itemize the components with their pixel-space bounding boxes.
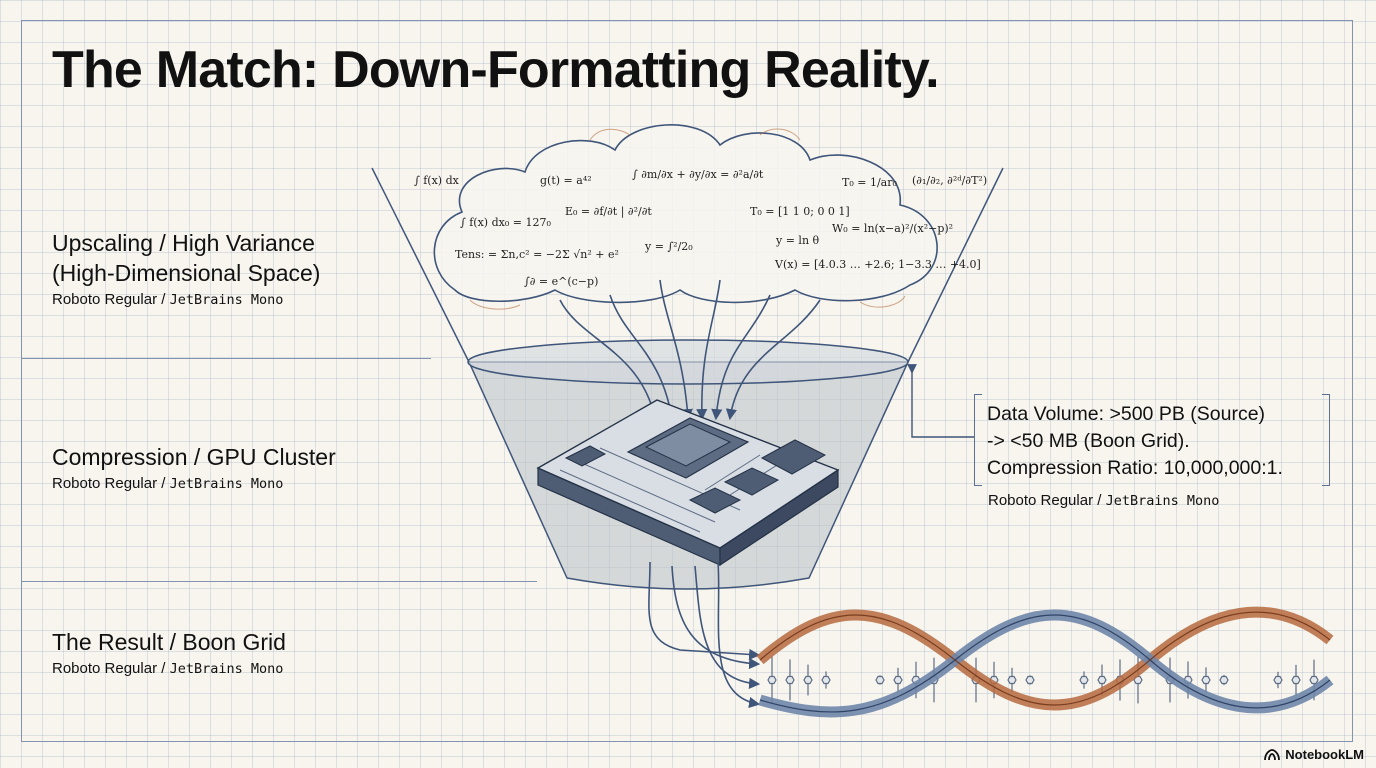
- callout-connector: [907, 364, 974, 438]
- equation: ∫∂ = e^(c−p): [524, 275, 598, 288]
- dna-base-node: [1291, 675, 1301, 685]
- divider-1: [21, 358, 431, 359]
- stage-result-heading: The Result / Boon Grid: [52, 629, 286, 655]
- stage-result-font-note: Roboto Regular / JetBrains Mono: [52, 660, 286, 677]
- equation: y = ∫²/2₀: [644, 240, 693, 253]
- font-note-sans: Roboto Regular /: [52, 475, 170, 492]
- stage-compression-heading: Compression / GPU Cluster: [52, 444, 336, 470]
- callout-left-bracket: [974, 394, 982, 486]
- inflow-arrows: [559, 279, 821, 421]
- font-note-mono: JetBrains Mono: [1105, 493, 1220, 509]
- callout-line-target: -> <50 MB (Boon Grid).: [987, 430, 1190, 452]
- notebooklm-watermark: NotebookLM: [1264, 747, 1364, 762]
- equation: Tens: = Σn,c² = −2Σ √n² + e²: [455, 248, 619, 261]
- dna-base-node: [821, 675, 831, 685]
- stage-compression: Compression / GPU Cluster Roboto Regular…: [52, 442, 336, 492]
- callout-text: Data Volume: >500 PB (Source) -> <50 MB …: [987, 401, 1283, 482]
- stage-result: The Result / Boon Grid Roboto Regular / …: [52, 627, 286, 677]
- notebooklm-logo-icon: [1264, 748, 1281, 760]
- dna-base-node: [767, 675, 777, 685]
- dna-base-node: [1079, 675, 1089, 685]
- equation: T₀ = [1 1 0; 0 0 1]: [750, 205, 850, 218]
- dna-base-node: [1219, 675, 1229, 685]
- equation: (∂₁/∂₂, ∂²ᵈ/∂T²): [912, 174, 987, 187]
- dna-base-node: [1273, 675, 1283, 685]
- dna-base-node: [785, 675, 795, 685]
- equation: T₀ = 1/ar₀: [842, 176, 897, 189]
- callout-line-ratio: Compression Ratio: 10,000,000:1.: [987, 457, 1283, 479]
- font-note-sans: Roboto Regular /: [988, 492, 1106, 509]
- callout-line-volume: Data Volume: >500 PB (Source): [987, 403, 1266, 425]
- stage-upscaling-heading-1: Upscaling / High Variance: [52, 230, 315, 256]
- dna-helix: [756, 606, 1334, 718]
- divider-2: [21, 581, 537, 582]
- equation: ∫ f(x) dx: [414, 174, 460, 187]
- dna-base-node: [893, 675, 903, 685]
- stage-upscaling-font-note: Roboto Regular / JetBrains Mono: [52, 291, 320, 308]
- font-note-mono: JetBrains Mono: [169, 661, 284, 677]
- equation: ∫ ∂m/∂x + ∂y/∂x = ∂²a/∂t: [632, 168, 764, 181]
- stage-upscaling: Upscaling / High Variance (High-Dimensio…: [52, 228, 320, 308]
- slide-title: The Match: Down-Formatting Reality.: [52, 41, 940, 99]
- outflow-arrows: [648, 561, 761, 709]
- dna-base-node: [1007, 675, 1017, 685]
- callout-font-note: Roboto Regular / JetBrains Mono: [988, 492, 1219, 509]
- stage-compression-font-note: Roboto Regular / JetBrains Mono: [52, 475, 336, 492]
- brand-name: NotebookLM: [1285, 747, 1364, 762]
- stage-upscaling-heading-2: (High-Dimensional Space): [52, 260, 321, 286]
- equation-cloud: [433, 124, 938, 310]
- callout-right-bracket: [1322, 394, 1330, 486]
- font-note-mono: JetBrains Mono: [169, 292, 284, 308]
- equation: ∫ f(x) dx₀ = 127₀: [460, 216, 551, 229]
- dna-base-node: [1025, 675, 1035, 685]
- equation: W₀ = ln(x−a)²/(x²−p)²: [832, 222, 953, 235]
- equation: y = ln θ: [775, 234, 820, 247]
- equation: E₀ = ∂f/∂t | ∂²/∂t: [565, 205, 652, 219]
- dna-base-node: [803, 675, 813, 685]
- equations: ∫ f(x) dx g(t) = a⁴² ∫ ∂m/∂x + ∂y/∂x = ∂…: [414, 168, 987, 288]
- font-note-sans: Roboto Regular /: [52, 660, 170, 677]
- equation: V(x) = [4.0.3 … +2.6; 1−3.3 … +4.0]: [774, 258, 981, 271]
- font-note-mono: JetBrains Mono: [169, 476, 284, 492]
- dna-base-node: [1201, 675, 1211, 685]
- dna-base-node: [1309, 675, 1319, 685]
- gpu-board: [536, 399, 840, 567]
- dna-base-node: [875, 675, 885, 685]
- data-volume-callout: Data Volume: >500 PB (Source) -> <50 MB …: [974, 394, 1330, 486]
- dna-base-node: [1097, 675, 1107, 685]
- equation: g(t) = a⁴²: [540, 174, 592, 187]
- font-note-sans: Roboto Regular /: [52, 291, 170, 308]
